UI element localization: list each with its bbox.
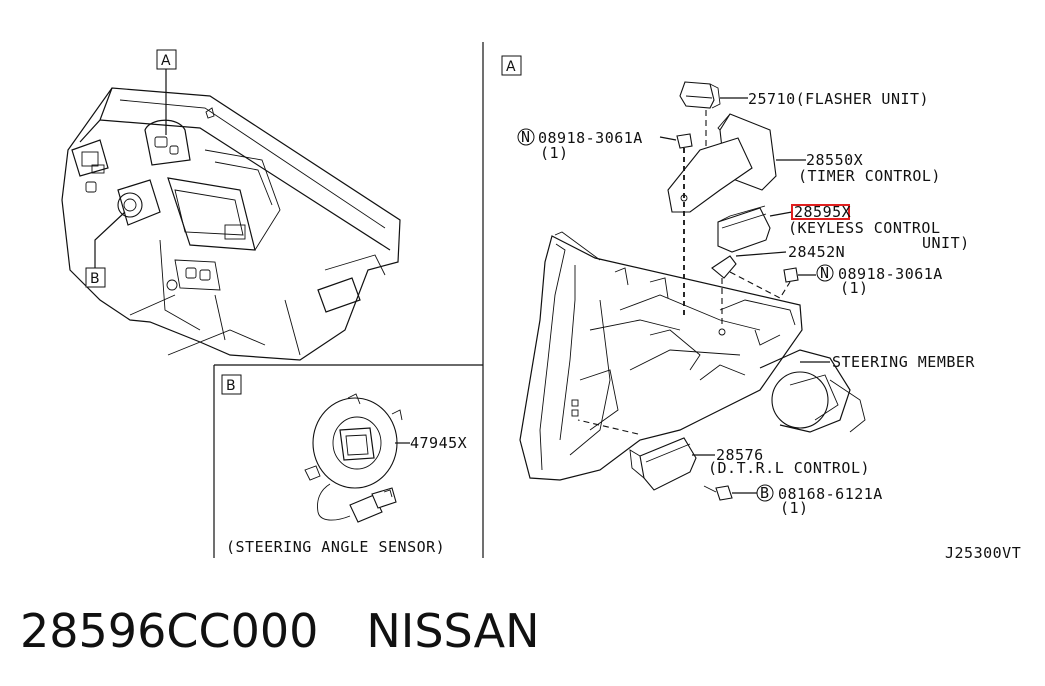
bracket-leader [735,251,787,257]
parts-diagram: A B B 47945X (STEERING ANGLE SENSOR) A [61,42,1021,562]
bolt-top-label: 08918-3061A [538,129,643,147]
bolt-mid-qty: (1) [840,279,869,297]
b-symbol-circle [756,484,774,502]
bolt-b-drawing [703,485,733,501]
timer-part-name: (TIMER CONTROL) [798,167,941,185]
drl-control-drawing [629,437,697,491]
bolt-mid-drawing [783,267,799,283]
steering-angle-sensor-drawing [304,393,403,523]
bolt-mid-label: 08918-3061A [838,265,943,283]
caption-part-number: 28596CC000 [20,604,319,658]
caption-bar: 28596CC000 NISSAN [20,596,539,666]
steering-member-label: STEERING MEMBER [832,353,975,371]
keyless-unit-drawing [717,205,771,253]
tag-b-leader [94,211,126,268]
bolt-top-leader [659,136,677,141]
tag-a-left: A [161,53,171,69]
n-symbol-mid: N [820,264,830,282]
keyless-part-number: 28595X [794,203,851,221]
steering-member-drawing [519,231,866,481]
tag-b-left: B [90,271,100,287]
caption-brand: NISSAN [366,604,540,658]
keyless-part-name: (KEYLESS CONTROL [788,219,941,237]
timer-control-drawing [667,113,777,213]
b-symbol: B [760,484,770,502]
keyless-part-name-2: UNIT) [922,234,970,252]
n-symbol-top: N [521,128,531,146]
panel-a-tag: A [506,59,516,75]
inset-b-tag-box [221,374,242,395]
sensor-part-name: (STEERING ANGLE SENSOR) [226,538,445,556]
bolt-top-qty: (1) [540,144,569,162]
n-symbol-circle-mid [816,264,834,282]
figure-code: J25300VT [945,544,1021,562]
bolt-b-qty: (1) [780,499,809,517]
bolt-b-label: 08168-6121A [778,485,883,503]
keyless-leader [769,211,793,217]
sensor-part-number: 47945X [410,434,467,452]
bracket-label: 28452N [788,243,845,261]
timer-part-number: 28550X [806,151,863,169]
dashboard-drawing [61,87,401,361]
drl-part-number: 28576 [716,446,764,464]
flasher-label: 25710(FLASHER UNIT) [748,90,929,108]
bracket-drawing [711,255,737,279]
n-symbol-circle-top [517,128,535,146]
keyless-highlight [791,204,850,220]
bracket-dashed-2 [729,271,791,299]
inset-b-tag: B [226,378,236,394]
flasher-unit-drawing [679,81,721,109]
panel-a-tag-box [501,55,522,76]
bolt-top-drawing [676,133,693,149]
drl-part-name: (D.T.R.L CONTROL) [708,459,870,477]
drl-dashed [577,419,639,435]
